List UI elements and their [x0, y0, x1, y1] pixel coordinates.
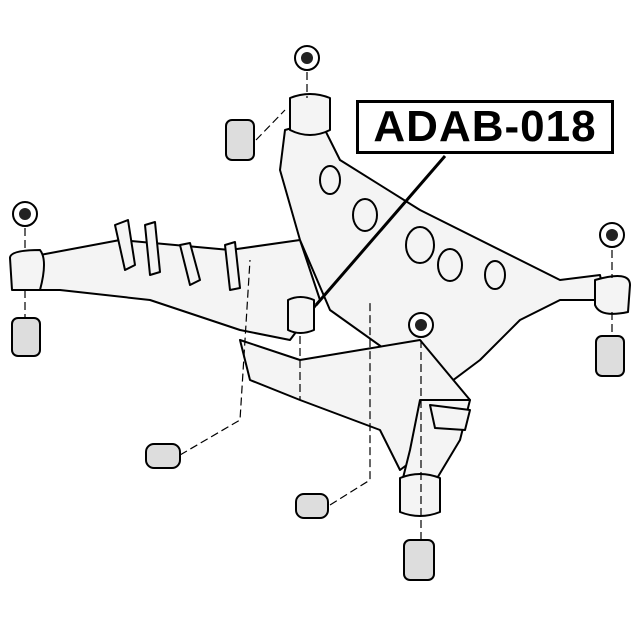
part-number-label: ADAB-018 [356, 100, 614, 154]
leader-line [314, 155, 447, 306]
bushing-adab-018 [287, 296, 315, 334]
mount-right [594, 275, 631, 315]
mount-top [289, 93, 331, 136]
subframe-left-arm [19, 239, 321, 341]
mount-bottom [399, 473, 441, 517]
mount-left [9, 249, 45, 291]
